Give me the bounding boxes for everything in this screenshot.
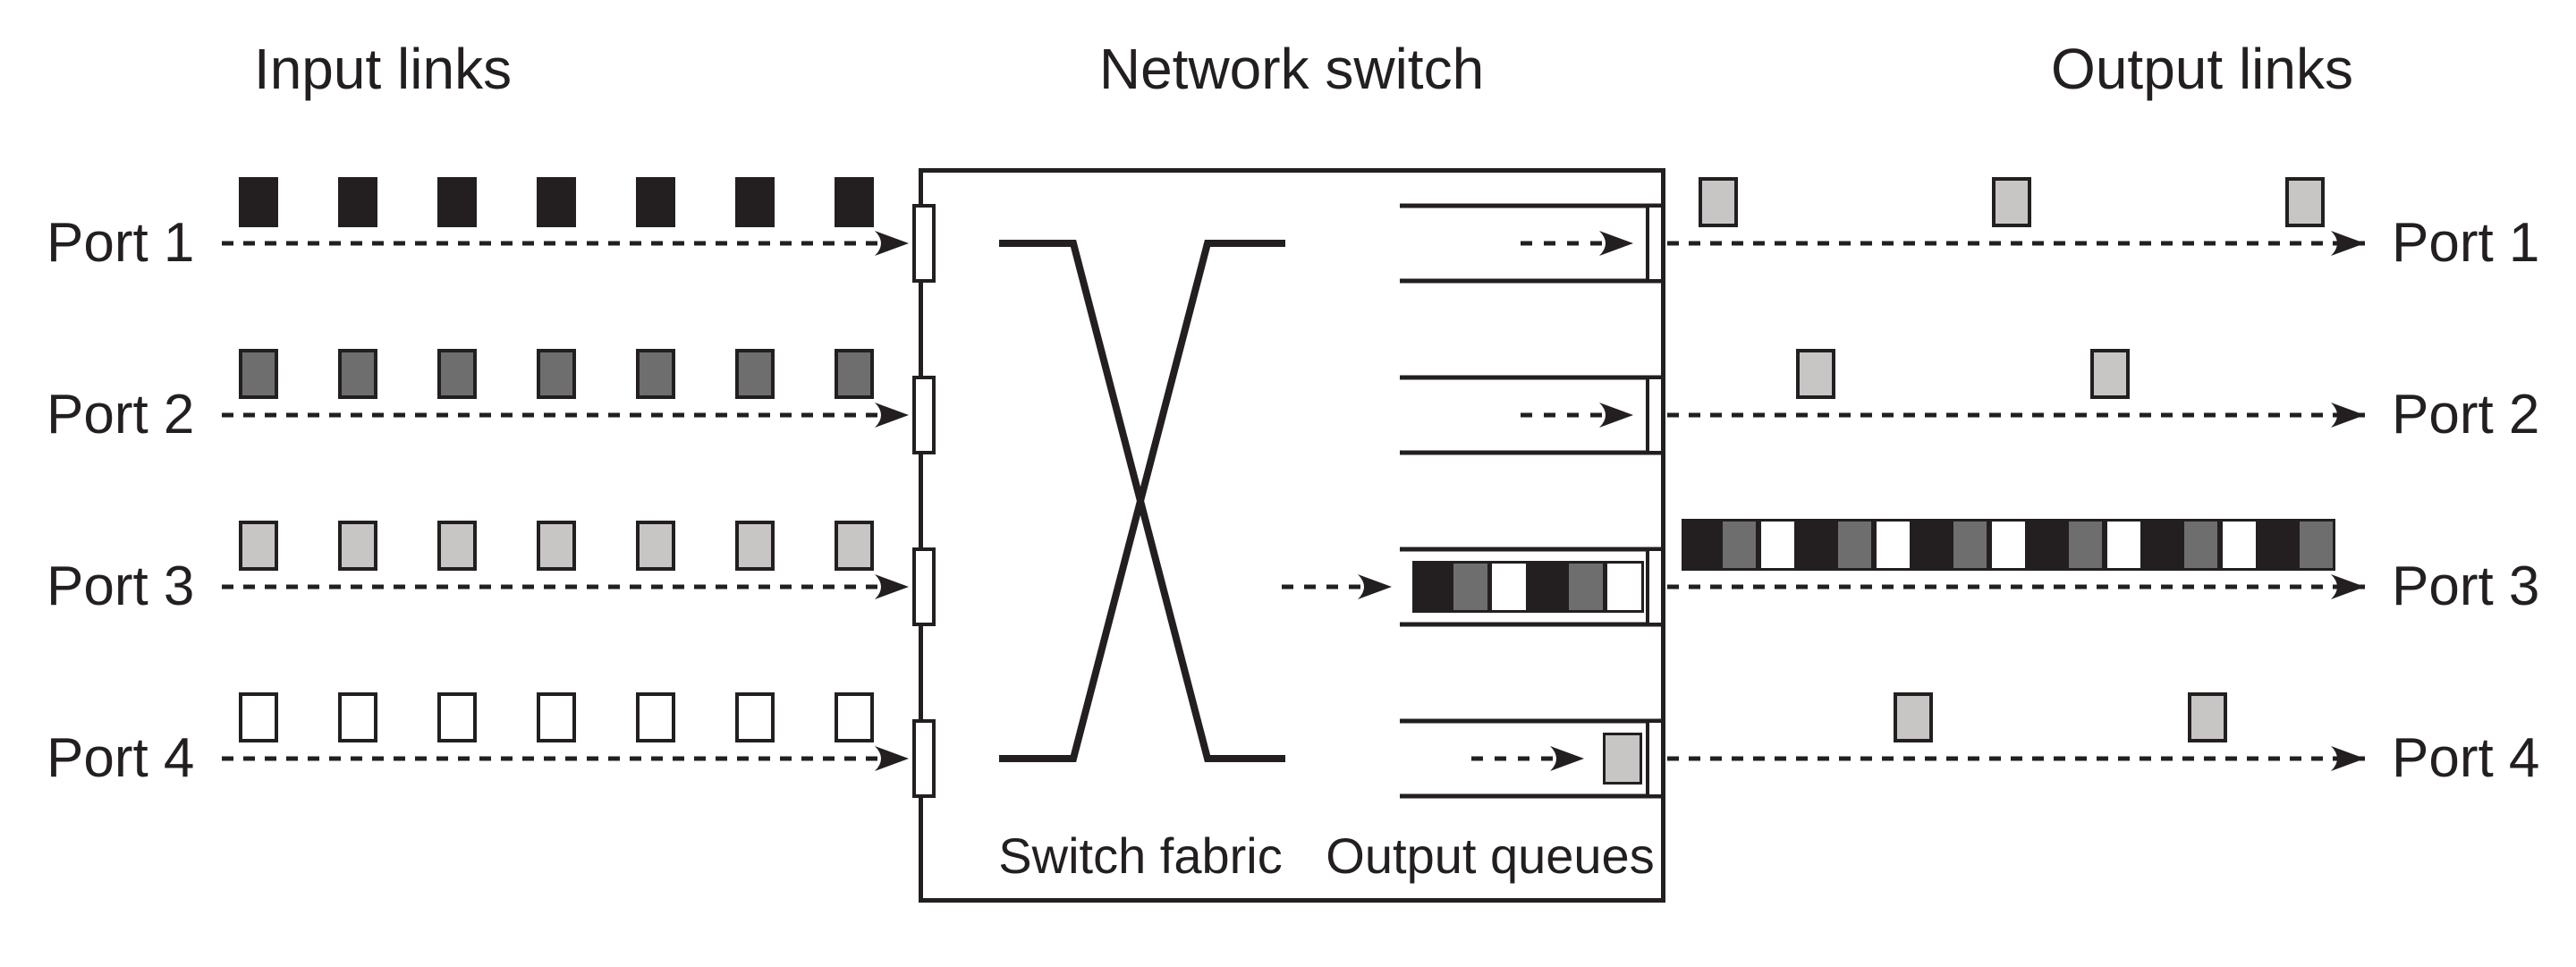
packet-black: [636, 177, 675, 227]
packet-light_gray: [537, 521, 576, 571]
packet-white: [2220, 519, 2258, 571]
packet-black: [835, 177, 874, 227]
packet-light_gray: [2090, 349, 2130, 399]
packet-light_gray: [835, 521, 874, 571]
packet-dark_gray: [636, 349, 675, 399]
switch-box: [919, 168, 1665, 903]
packet-black: [1528, 561, 1567, 613]
packet-white: [1489, 561, 1529, 613]
packet-white: [636, 692, 675, 742]
packet-black: [338, 177, 377, 227]
packet-black: [537, 177, 576, 227]
packet-dark_gray: [338, 349, 377, 399]
packet-light_gray: [2188, 692, 2227, 742]
input-port2-connector: [912, 376, 936, 454]
output-port1-label: Port 1: [2392, 212, 2540, 274]
packet-white: [2105, 519, 2143, 571]
input-port3-connector: [912, 547, 936, 626]
packet-white: [537, 692, 576, 742]
packet-light_gray: [636, 521, 675, 571]
output-links-title: Output links: [2051, 37, 2353, 101]
input-port2-label: Port 2: [47, 384, 195, 445]
packet-white: [338, 692, 377, 742]
packet-dark_gray: [437, 349, 477, 399]
packet-black: [1912, 519, 1951, 571]
packet-black: [2143, 519, 2182, 571]
packet-black: [437, 177, 477, 227]
packet-black: [2028, 519, 2066, 571]
output-port3-connector: [1646, 547, 1665, 626]
packet-light_gray: [2285, 177, 2325, 227]
packet-light_gray: [1796, 349, 1835, 399]
output-link-arrows: [1667, 231, 2365, 771]
packet-light_gray: [1603, 733, 1642, 785]
output-queues-label: Output queues: [1326, 827, 1655, 884]
packet-dark_gray: [2297, 519, 2335, 571]
switch-fabric-crossbar: [999, 240, 1285, 762]
packet-black: [239, 177, 278, 227]
packet-white: [1758, 519, 1797, 571]
packet-white: [437, 692, 477, 742]
output-port3-label: Port 3: [2392, 556, 2540, 617]
input-links-title: Input links: [253, 37, 513, 101]
input-port4-label: Port 4: [47, 727, 195, 789]
output-port2-connector: [1646, 376, 1665, 454]
switch-port-connectors: [912, 204, 1665, 798]
packet-light_gray: [239, 521, 278, 571]
packet-dark_gray: [537, 349, 576, 399]
packet-black: [2258, 519, 2297, 571]
packet-white: [835, 692, 874, 742]
packet-light_gray: [437, 521, 477, 571]
packet-dark_gray: [1566, 561, 1606, 613]
packet-black: [1797, 519, 1835, 571]
output-port2-label: Port 2: [2392, 384, 2540, 445]
packet-dark_gray: [1835, 519, 1874, 571]
packet-light_gray: [338, 521, 377, 571]
output-queue-channels: [1400, 203, 1661, 799]
packet-dark_gray: [735, 349, 775, 399]
packet-black: [1682, 519, 1720, 571]
packet-dark_gray: [835, 349, 874, 399]
network-switch-title: Network switch: [1098, 37, 1485, 101]
input-port1-connector: [912, 204, 936, 283]
input-link-arrows: [222, 231, 909, 771]
output-port4-connector: [1646, 719, 1665, 798]
packet-light_gray: [735, 521, 775, 571]
packet-dark_gray: [239, 349, 278, 399]
packet-white: [735, 692, 775, 742]
packet-white: [1989, 519, 2028, 571]
output-port1-connector: [1646, 204, 1665, 283]
packet-white: [1874, 519, 1912, 571]
packet-light_gray: [1894, 692, 1933, 742]
packet-dark_gray: [1451, 561, 1490, 613]
packet-dark_gray: [1951, 519, 1989, 571]
packet-light_gray: [1992, 177, 2031, 227]
packet-dark_gray: [2066, 519, 2105, 571]
packet-dark_gray: [1720, 519, 1758, 571]
input-port3-label: Port 3: [47, 556, 195, 617]
packet-white: [1605, 561, 1644, 613]
packet-white: [239, 692, 278, 742]
queue-drain-arrows: [1471, 231, 1633, 771]
input-port1-label: Port 1: [47, 212, 195, 274]
output-port4-label: Port 4: [2392, 727, 2540, 789]
packet-dark_gray: [2182, 519, 2220, 571]
packet-black: [1412, 561, 1452, 613]
switch-fabric-label: Switch fabric: [998, 827, 1283, 884]
fabric-path-in4-out1: [999, 240, 1285, 762]
packet-black: [735, 177, 775, 227]
input-port4-connector: [912, 719, 936, 798]
packet-light_gray: [1699, 177, 1738, 227]
